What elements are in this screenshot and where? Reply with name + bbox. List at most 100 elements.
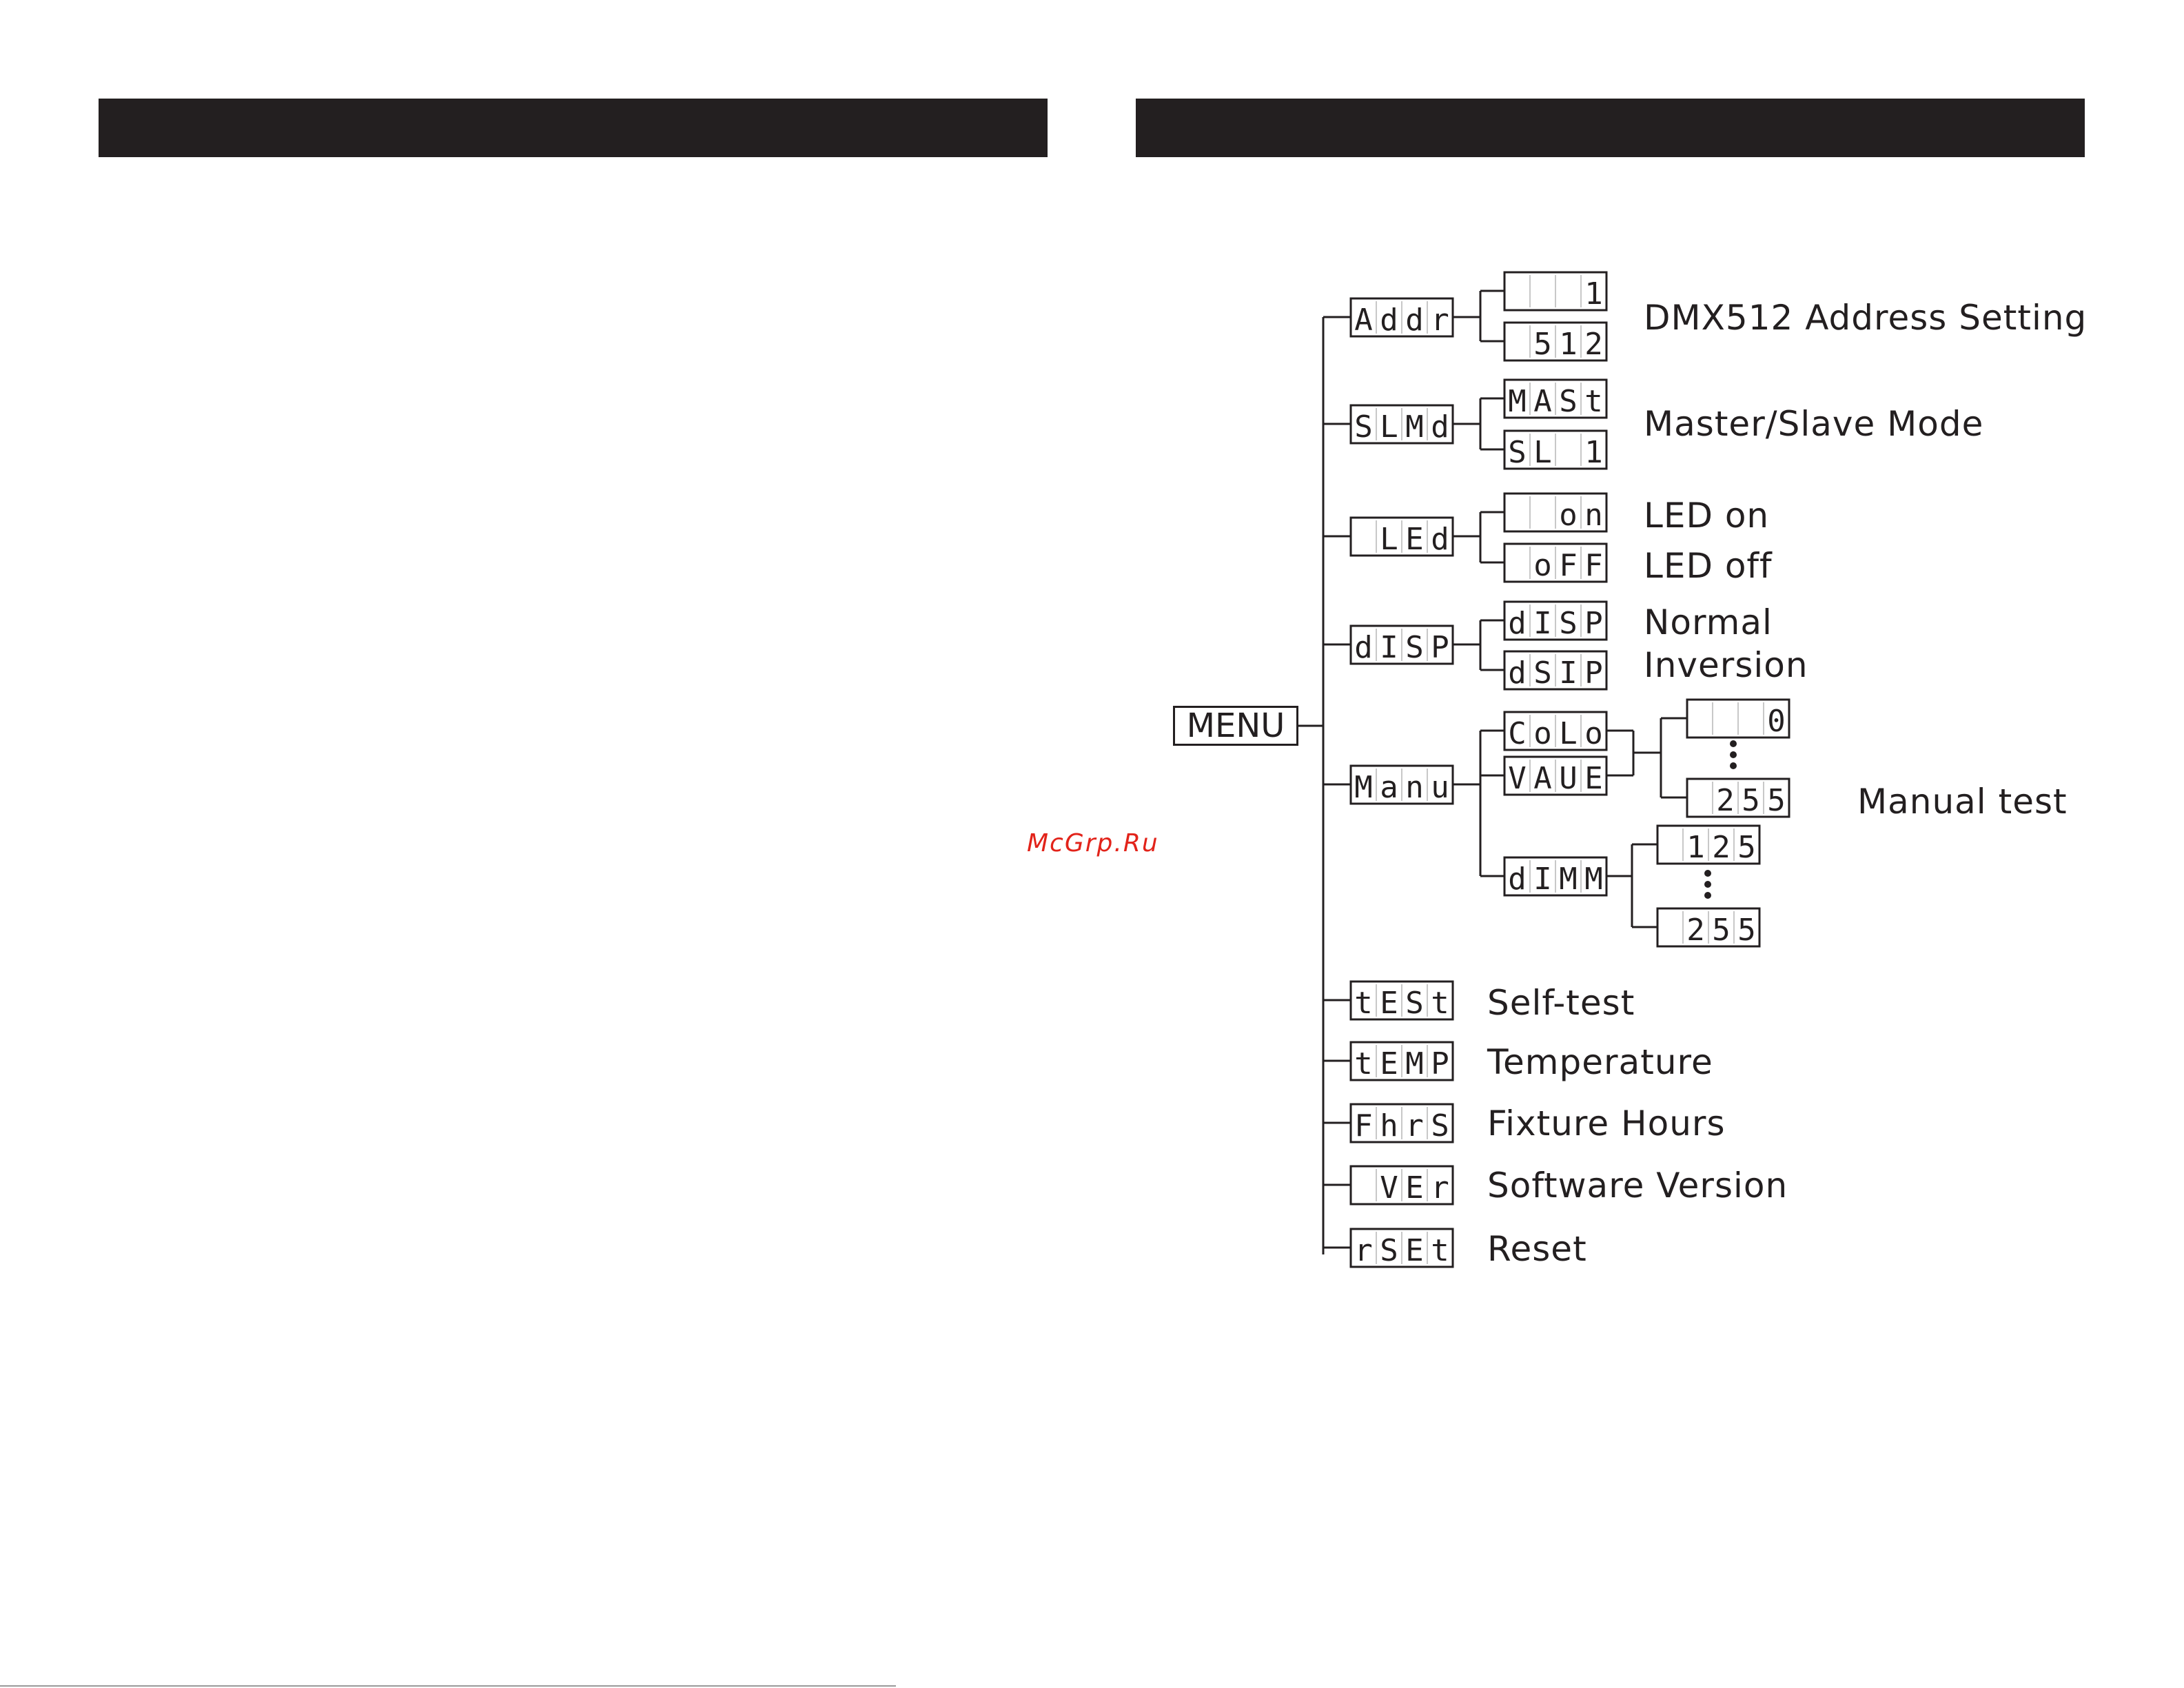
- display-char: d: [1508, 862, 1527, 897]
- label-normal: Normal: [1644, 602, 1773, 642]
- display-char: 5: [1533, 327, 1552, 362]
- display-char: d: [1431, 409, 1449, 445]
- display-char: V: [1508, 761, 1527, 796]
- display-char: d: [1405, 303, 1424, 338]
- display-char: 1: [1584, 276, 1603, 312]
- display-char: d: [1380, 303, 1398, 338]
- display-char: M: [1405, 409, 1424, 445]
- display-char: a: [1380, 770, 1398, 805]
- display-char: 5: [1712, 913, 1731, 948]
- display-char: M: [1508, 384, 1527, 419]
- display-char: E: [1380, 986, 1398, 1021]
- display-char: o: [1533, 548, 1552, 583]
- display-char: E: [1380, 1046, 1398, 1081]
- display-char: I: [1533, 862, 1552, 897]
- display-char: A: [1533, 761, 1552, 796]
- display-char: 5: [1767, 783, 1786, 818]
- display-char: o: [1584, 716, 1603, 751]
- display-char: S: [1380, 1233, 1398, 1268]
- display-char: S: [1559, 384, 1578, 419]
- display-char: I: [1533, 606, 1552, 641]
- label-inversion: Inversion: [1644, 645, 1808, 685]
- display-char: L: [1380, 522, 1398, 557]
- display-char: t: [1354, 986, 1373, 1021]
- display-char: P: [1584, 606, 1603, 641]
- header-bar-right: [1136, 99, 2085, 157]
- display-char: E: [1405, 522, 1424, 557]
- display-char: E: [1405, 1170, 1424, 1206]
- display-char: M: [1584, 862, 1603, 897]
- display-char: d: [1508, 655, 1527, 691]
- value-display: 0: [1686, 698, 1790, 739]
- display-char: U: [1559, 761, 1578, 796]
- display-char: n: [1584, 498, 1603, 533]
- label-temperature: Temperature: [1487, 1042, 1713, 1082]
- header-bar-left: [99, 99, 1048, 157]
- display-char: t: [1431, 986, 1449, 1021]
- display-char: 5: [1737, 913, 1756, 948]
- menu-root-box: MENU: [1173, 706, 1298, 746]
- display-char: t: [1584, 384, 1603, 419]
- display-char: L: [1559, 716, 1578, 751]
- display-char: S: [1508, 435, 1527, 470]
- display-char: r: [1431, 303, 1449, 338]
- display-char: S: [1533, 655, 1552, 691]
- display-char: 2: [1686, 913, 1705, 948]
- label-fixture-hours: Fixture Hours: [1487, 1104, 1726, 1143]
- display-char: V: [1380, 1170, 1398, 1206]
- display-char: r: [1405, 1108, 1424, 1143]
- display-char: C: [1508, 716, 1527, 751]
- display-char: o: [1559, 498, 1578, 533]
- display-char: S: [1559, 606, 1578, 641]
- display-char: r: [1431, 1170, 1449, 1206]
- display-char: F: [1584, 548, 1603, 583]
- display-char: S: [1405, 986, 1424, 1021]
- display-char: t: [1354, 1046, 1373, 1081]
- display-char: L: [1380, 409, 1398, 445]
- display-char: P: [1431, 1046, 1449, 1081]
- label-master-slave: Master/Slave Mode: [1644, 404, 1984, 444]
- label-dmx-address: DMX512 Address Setting: [1644, 298, 2088, 338]
- display-char: F: [1354, 1108, 1373, 1143]
- display-char: d: [1431, 522, 1449, 557]
- display-char: I: [1559, 655, 1578, 691]
- display-char: o: [1533, 716, 1552, 751]
- display-char: M: [1354, 770, 1373, 805]
- display-char: S: [1431, 1108, 1449, 1143]
- display-char: F: [1559, 548, 1578, 583]
- display-char: d: [1354, 630, 1373, 665]
- display-char: M: [1559, 862, 1578, 897]
- display-char: S: [1405, 630, 1424, 665]
- display-char: S: [1354, 409, 1373, 445]
- display-char: L: [1533, 435, 1552, 470]
- display-char: 1: [1559, 327, 1578, 362]
- label-software-version: Software Version: [1487, 1166, 1788, 1206]
- display-char: 0: [1767, 704, 1786, 739]
- display-char: 2: [1716, 783, 1735, 818]
- display-char: P: [1584, 655, 1603, 691]
- display-char: d: [1508, 606, 1527, 641]
- display-char: E: [1584, 761, 1603, 796]
- display-char: 5: [1737, 830, 1756, 865]
